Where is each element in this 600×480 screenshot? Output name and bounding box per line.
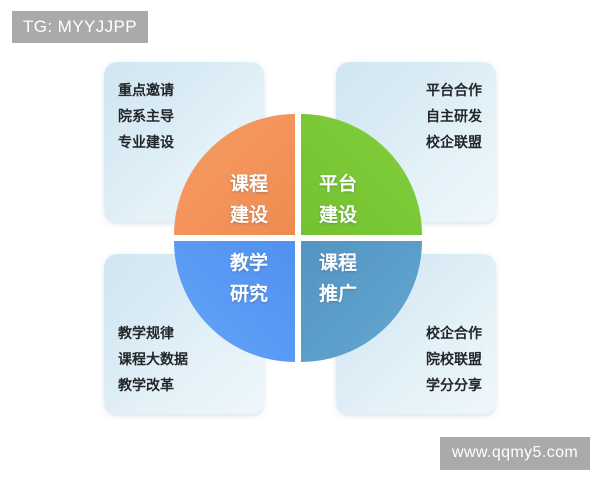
bullet-item: 重点邀请 [118,83,174,99]
pie-label-teaching-research: 教学 研究 [230,248,268,310]
bullet-item: 学分分享 [426,378,482,394]
pie-label-line: 推广 [319,283,358,305]
bullet-list-course-construction: 重点邀请 院系主导 专业建设 [118,78,250,156]
bullet-item: 平台合作 [426,83,482,99]
pie-label-line: 课程 [230,173,269,195]
bullet-item: 院系主导 [118,109,174,125]
bullet-item: 校企联盟 [426,135,482,151]
bullet-item: 自主研发 [426,109,482,125]
pie-label-line: 建设 [230,204,269,226]
pie-label-line: 教学 [230,252,269,274]
pie-label-line: 建设 [319,204,358,226]
bullet-item: 教学规律 [118,326,174,342]
pie-label-line: 平台 [319,173,358,195]
pie-label-platform-construction: 平台 建设 [319,169,357,231]
pie-label-course-promotion: 课程 推广 [319,248,357,310]
bullet-item: 专业建设 [118,135,174,151]
bullet-item: 教学改革 [118,378,174,394]
pie-label-line: 课程 [319,252,358,274]
bullet-item: 校企合作 [426,326,482,342]
bullet-list-teaching-research: 教学规律 课程大数据 教学改革 [118,321,250,399]
watermark-bottom-right: www.qqmy5.com [440,437,591,470]
quadrant-pie-chart: 课程 建设 平台 建设 教学 研究 课程 推广 [174,114,422,362]
pie-label-course-construction: 课程 建设 [230,169,268,231]
bullet-item: 课程大数据 [118,352,188,368]
bullet-list-platform-construction: 平台合作 自主研发 校企联盟 [350,78,482,156]
bullet-list-course-promotion: 校企合作 院校联盟 学分分享 [350,321,482,399]
bullet-item: 院校联盟 [426,352,482,368]
watermark-top-left: TG: MYYJJPP [12,11,148,43]
pie-label-line: 研究 [230,283,269,305]
